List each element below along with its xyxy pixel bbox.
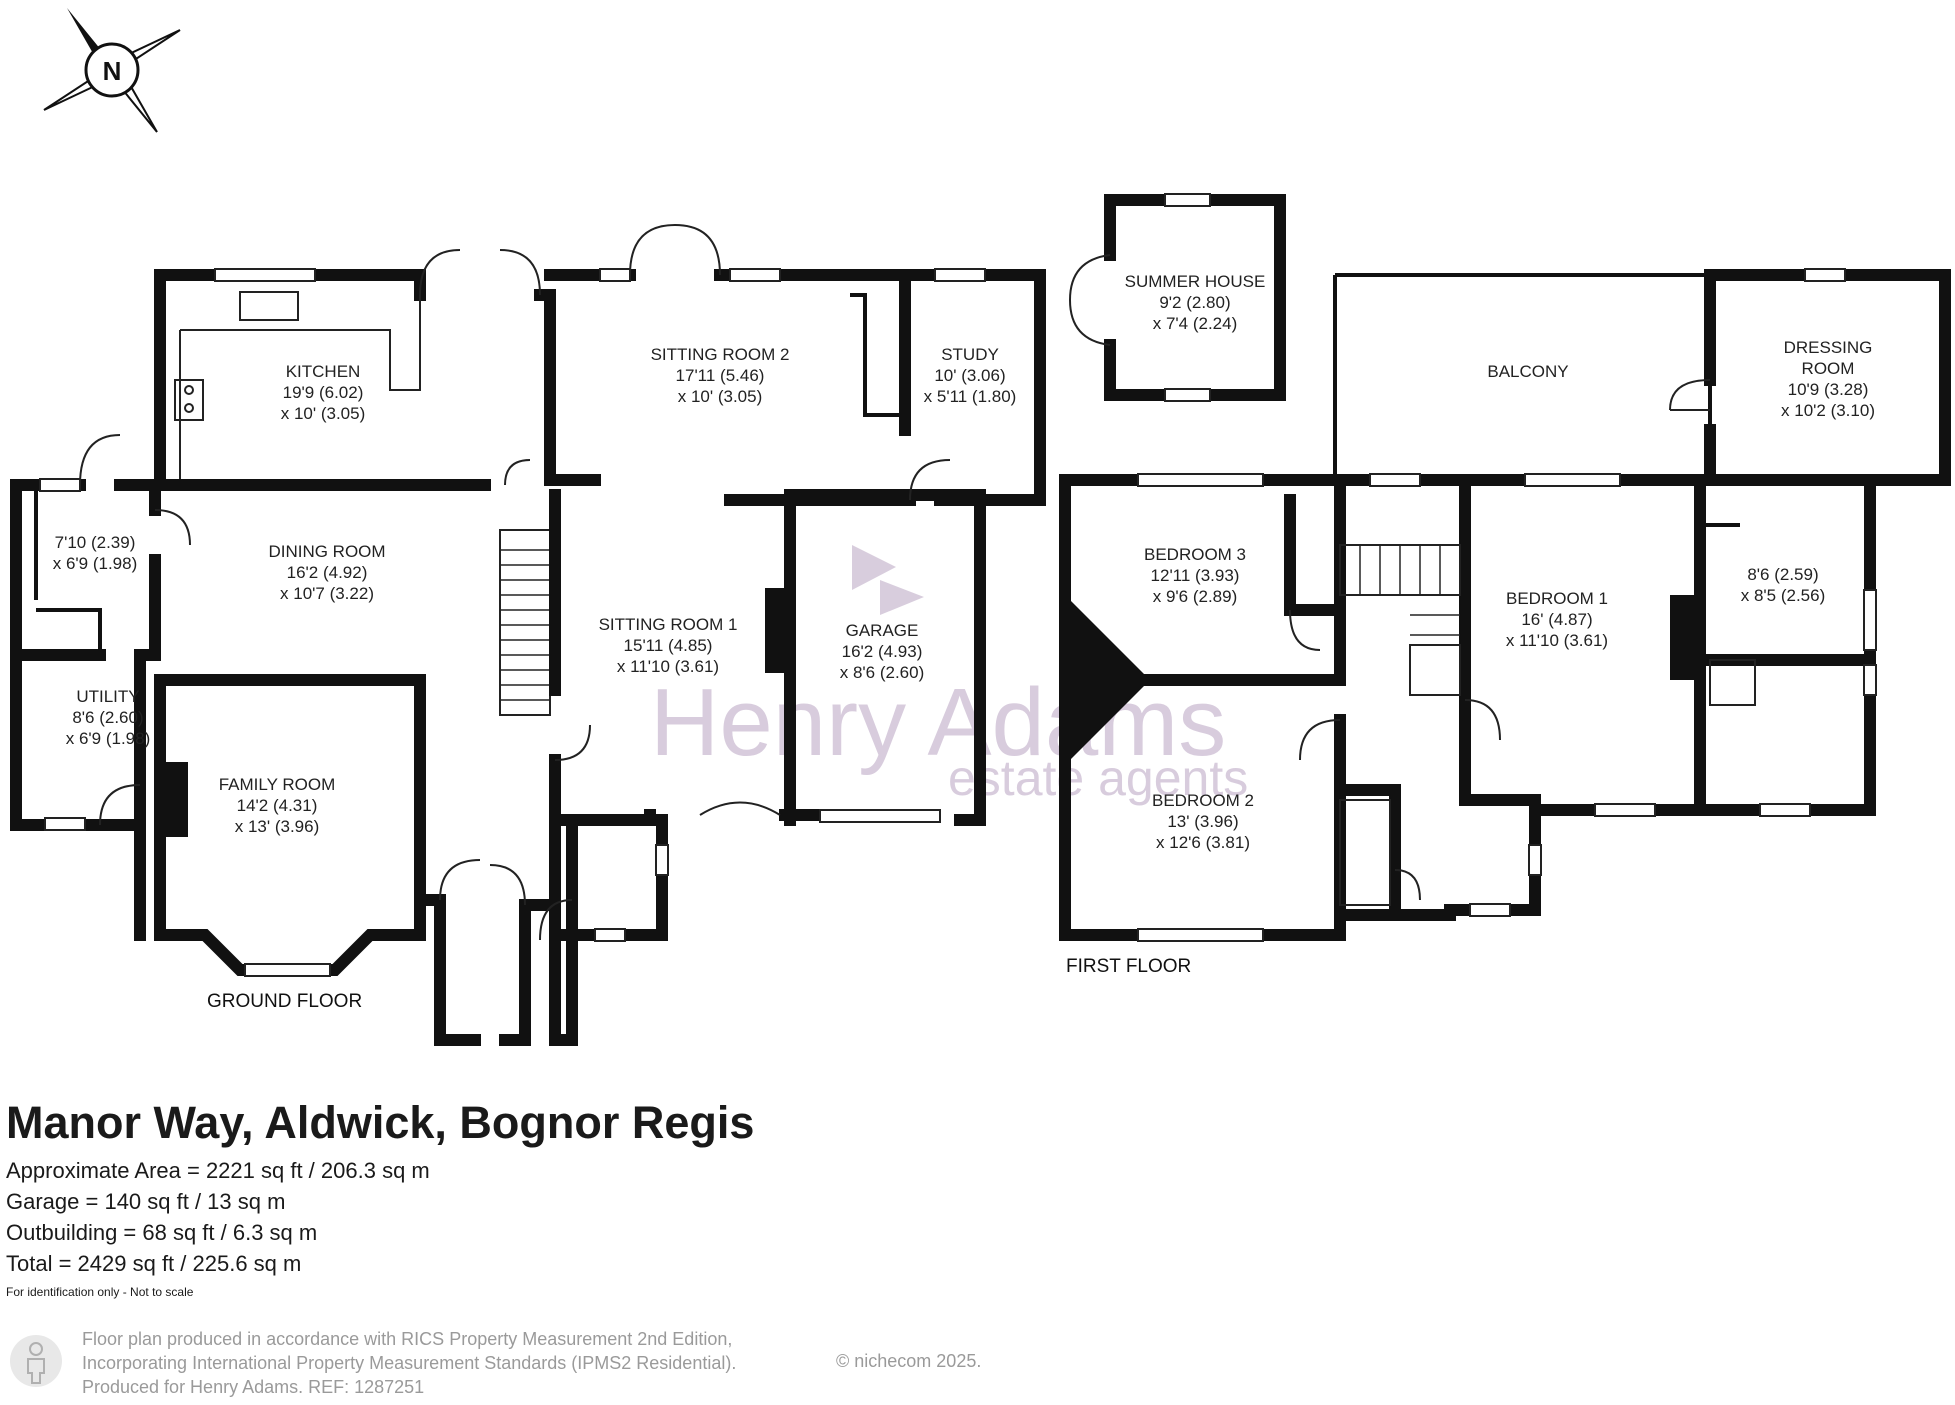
room-label-bedroom3: BEDROOM 3 12'11 (3.93) x 9'6 (2.89) — [1144, 545, 1246, 606]
room-label-summer-house: SUMMER HOUSE 9'2 (2.80) x 7'4 (2.24) — [1125, 272, 1266, 333]
garage-name: GARAGE — [846, 621, 919, 640]
room-label-utility-top: 7'10 (2.39) x 6'9 (1.98) — [53, 533, 138, 573]
room-label-bedroom1: BEDROOM 1 16' (4.87) x 11'10 (3.61) — [1506, 589, 1608, 650]
area-garage: Garage = 140 sq ft / 13 sq m — [6, 1189, 286, 1214]
room-label-ensuite: 8'6 (2.59) x 8'5 (2.56) — [1741, 565, 1826, 605]
bedroom2-dim1: 13' (3.96) — [1167, 812, 1238, 831]
floor-plan: N Henry Adams estate agents — [10, 8, 1951, 1046]
dressing-dim2: x 10'2 (3.10) — [1781, 401, 1875, 420]
compass-icon: N — [43, 8, 181, 133]
family-dim2: x 13' (3.96) — [235, 817, 320, 836]
garage-dim2: x 8'6 (2.60) — [840, 663, 925, 682]
bedroom3-dim1: 12'11 (3.93) — [1151, 566, 1240, 585]
footer-copyright: © nichecom 2025. — [836, 1351, 982, 1371]
family-name: FAMILY ROOM — [219, 775, 336, 794]
bedroom1-dim1: 16' (4.87) — [1521, 610, 1592, 629]
footer: Floor plan produced in accordance with R… — [10, 1325, 1110, 1405]
area-outbuilding: Outbuilding = 68 sq ft / 6.3 sq m — [6, 1220, 318, 1245]
first-floor-stairs — [1339, 544, 1461, 696]
bedroom3-dim2: x 9'6 (2.89) — [1153, 587, 1238, 606]
study-dim2: x 5'11 (1.80) — [924, 387, 1017, 406]
sitting1-dim2: x 11'10 (3.61) — [617, 657, 719, 676]
garage-dim1: 16'2 (4.93) — [842, 642, 923, 661]
ground-floor-plan — [10, 224, 1046, 1046]
dressing-name1: DRESSING — [1784, 338, 1873, 357]
summer-name: SUMMER HOUSE — [1125, 272, 1266, 291]
dining-dim2: x 10'7 (3.22) — [280, 584, 374, 603]
kitchen-dim1: 19'9 (6.02) — [283, 383, 364, 402]
property-title: Manor Way, Aldwick, Bognor Regis — [6, 1097, 755, 1148]
sitting2-dim2: x 10' (3.05) — [678, 387, 763, 406]
room-label-dressing: DRESSING ROOM 10'9 (3.28) x 10'2 (3.10) — [1781, 338, 1875, 420]
person-icon — [10, 1335, 62, 1387]
room-label-sitting2: SITTING ROOM 2 17'11 (5.46) x 10' (3.05) — [651, 345, 790, 406]
summer-house-plan — [1069, 193, 1286, 402]
sitting1-dim1: 15'11 (4.85) — [624, 636, 713, 655]
footer-line-1: Floor plan produced in accordance with R… — [82, 1329, 733, 1349]
sitting2-name: SITTING ROOM 2 — [651, 345, 790, 364]
room-label-balcony: BALCONY — [1487, 362, 1568, 381]
utility-dim2: x 6'9 (1.98) — [66, 729, 151, 748]
utility-top-dim1: 7'10 (2.39) — [55, 533, 136, 552]
watermark-tagline: estate agents — [948, 750, 1248, 806]
ground-stairs — [499, 529, 551, 716]
room-label-study: STUDY 10' (3.06) x 5'11 (1.80) — [924, 345, 1017, 406]
room-label-sitting1: SITTING ROOM 1 15'11 (4.85) x 11'10 (3.6… — [599, 615, 738, 676]
study-dim1: 10' (3.06) — [934, 366, 1005, 385]
summer-dim2: x 7'4 (2.24) — [1153, 314, 1238, 333]
first-floor-label: FIRST FLOOR — [1066, 956, 1191, 977]
room-label-family: FAMILY ROOM 14'2 (4.31) x 13' (3.96) — [219, 775, 336, 836]
scale-note: For identification only - Not to scale — [6, 1285, 194, 1299]
summer-dim1: 9'2 (2.80) — [1159, 293, 1230, 312]
room-label-utility: UTILITY 8'6 (2.60) x 6'9 (1.98) — [66, 687, 151, 748]
dining-name: DINING ROOM — [268, 542, 385, 561]
footer-line-2: Incorporating International Property Mea… — [82, 1353, 737, 1373]
utility-top-dim2: x 6'9 (1.98) — [53, 554, 138, 573]
sitting1-name: SITTING ROOM 1 — [599, 615, 738, 634]
bedroom1-dim2: x 11'10 (3.61) — [1506, 631, 1608, 650]
compass-north-letter: N — [103, 56, 122, 86]
sitting2-dim1: 17'11 (5.46) — [676, 366, 765, 385]
room-label-kitchen: KITCHEN 19'9 (6.02) x 10' (3.05) — [281, 362, 366, 423]
area-approximate: Approximate Area = 2221 sq ft / 206.3 sq… — [6, 1158, 430, 1183]
footer-line-3: Produced for Henry Adams. REF: 1287251 — [82, 1377, 425, 1397]
first-floor-plan — [1059, 268, 1951, 942]
room-label-garage: GARAGE 16'2 (4.93) x 8'6 (2.60) — [840, 621, 925, 682]
bedroom2-dim2: x 12'6 (3.81) — [1156, 833, 1250, 852]
dressing-name2: ROOM — [1802, 359, 1855, 378]
bedroom1-name: BEDROOM 1 — [1506, 589, 1608, 608]
kitchen-name: KITCHEN — [286, 362, 361, 381]
area-total: Total = 2429 sq ft / 225.6 sq m — [6, 1251, 302, 1276]
ensuite-dim2: x 8'5 (2.56) — [1741, 586, 1826, 605]
family-dim1: 14'2 (4.31) — [237, 796, 318, 815]
room-label-dining: DINING ROOM 16'2 (4.92) x 10'7 (3.22) — [268, 542, 385, 603]
utility-name: UTILITY — [76, 687, 139, 706]
ensuite-dim1: 8'6 (2.59) — [1747, 565, 1818, 584]
footer-text: Floor plan produced in accordance with R… — [82, 1327, 736, 1399]
balcony-name: BALCONY — [1487, 362, 1568, 381]
brand-watermark: Henry Adams estate agents — [650, 545, 1248, 806]
bedroom3-name: BEDROOM 3 — [1144, 545, 1246, 564]
study-name: STUDY — [941, 345, 999, 364]
ground-floor-label: GROUND FLOOR — [207, 991, 362, 1012]
property-info: Manor Way, Aldwick, Bognor Regis Approxi… — [6, 1100, 1106, 1299]
bedroom2-name: BEDROOM 2 — [1152, 791, 1254, 810]
utility-dim1: 8'6 (2.60) — [72, 708, 143, 727]
dressing-dim1: 10'9 (3.28) — [1788, 380, 1869, 399]
room-label-bedroom2: BEDROOM 2 13' (3.96) x 12'6 (3.81) — [1152, 791, 1254, 852]
kitchen-dim2: x 10' (3.05) — [281, 404, 366, 423]
dining-dim1: 16'2 (4.92) — [287, 563, 368, 582]
